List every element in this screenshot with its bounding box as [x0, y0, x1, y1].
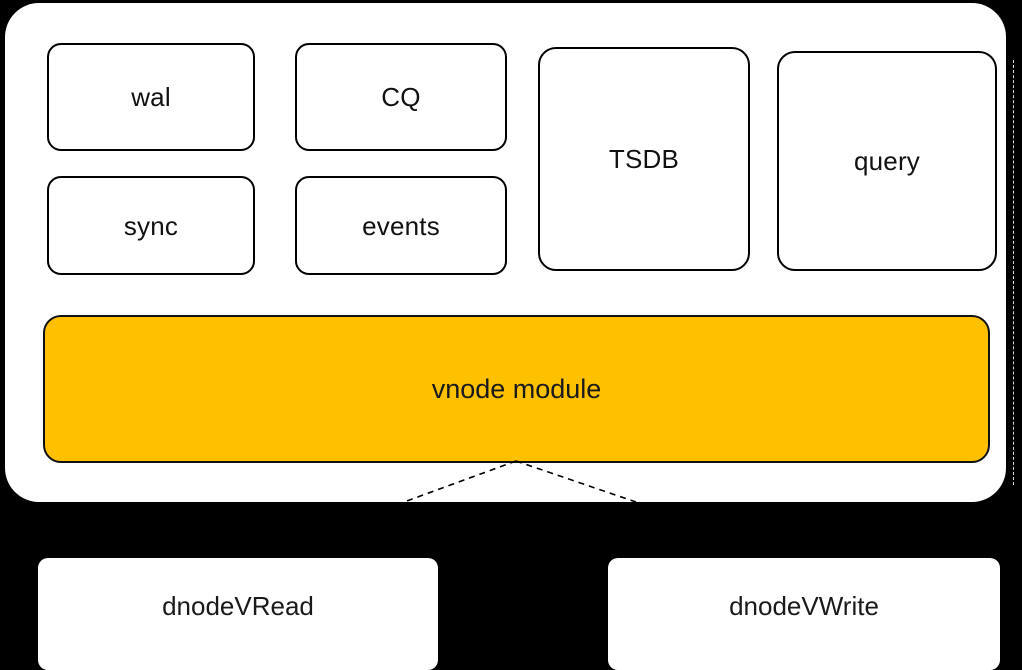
module-label-sync: sync	[123, 210, 179, 241]
vnode-module-bar[interactable]: vnode module	[43, 315, 990, 463]
vnode-container-panel: wal CQ sync events TSDB query vnode modu…	[5, 3, 1006, 502]
module-label-events: events	[362, 210, 440, 241]
right-guide-line	[1013, 60, 1014, 485]
module-box-sync[interactable]: sync	[47, 176, 255, 275]
dnode-label-dnodevwrite: dnodeVWrite	[729, 591, 879, 621]
dnode-box-dnodevread[interactable]: dnodeVRead	[38, 558, 438, 670]
module-box-wal[interactable]: wal	[47, 43, 255, 151]
vnode-module-label: vnode module	[431, 373, 602, 404]
dnode-label-dnodevread: dnodeVRead	[162, 591, 314, 621]
module-box-events[interactable]: events	[295, 176, 507, 275]
module-label-wal: wal	[131, 82, 171, 112]
module-label-query: query	[853, 146, 921, 176]
module-box-tsdb[interactable]: TSDB	[538, 47, 750, 271]
module-label-cq: CQ	[381, 82, 421, 112]
module-box-cq[interactable]: CQ	[295, 43, 507, 151]
module-box-query[interactable]: query	[777, 51, 997, 271]
module-label-tsdb: TSDB	[608, 144, 680, 174]
dnode-box-dnodevwrite[interactable]: dnodeVWrite	[608, 558, 1000, 670]
